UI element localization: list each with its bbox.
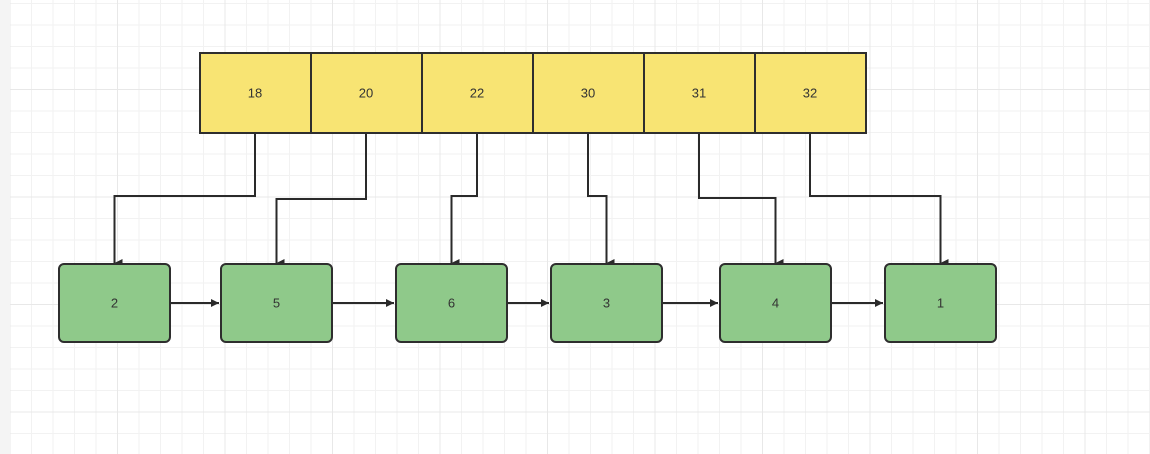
node-6[interactable]: 6 (395, 263, 508, 343)
node-3[interactable]: 3 (550, 263, 663, 343)
array-cell-label: 22 (470, 85, 484, 100)
link-20-to-5 (275, 133, 367, 267)
node-rect (719, 263, 832, 343)
node-label: 1 (937, 295, 944, 310)
bottom-node-row: 2 5 6 3 4 1 (58, 263, 997, 343)
node-5[interactable]: 5 (220, 263, 333, 343)
node-1[interactable]: 1 (884, 263, 997, 343)
array-cell-rect (310, 52, 423, 134)
array-cell-rect (532, 52, 645, 134)
node-label: 6 (448, 295, 455, 310)
node-rect (58, 263, 171, 343)
node-rect (220, 263, 333, 343)
array-cell-rect (643, 52, 756, 134)
node-rect (550, 263, 663, 343)
array-cell-label: 32 (803, 85, 817, 100)
node-label: 3 (603, 295, 610, 310)
link-32-to-1 (809, 133, 949, 267)
array-cell-rect (199, 52, 312, 134)
node-label: 5 (273, 295, 280, 310)
array-cell-label: 18 (248, 85, 262, 100)
link-22-to-6 (450, 133, 478, 267)
node-label: 2 (111, 295, 118, 310)
link-30-to-3 (587, 133, 615, 267)
array-cell-label: 30 (581, 85, 595, 100)
array-cell-30[interactable]: 30 (532, 52, 645, 134)
bucket-links-group (113, 133, 949, 267)
node-2[interactable]: 2 (58, 263, 171, 343)
array-cell-rect (754, 52, 867, 134)
top-array: 18 20 22 30 31 32 (199, 52, 867, 134)
link-18-to-2 (113, 133, 256, 267)
array-cell-label: 31 (692, 85, 706, 100)
array-cell-20[interactable]: 20 (310, 52, 423, 134)
array-cell-22[interactable]: 22 (421, 52, 534, 134)
array-cell-label: 20 (359, 85, 373, 100)
array-cell-18[interactable]: 18 (199, 52, 312, 134)
node-label: 4 (772, 295, 779, 310)
node-4[interactable]: 4 (719, 263, 832, 343)
array-cell-32[interactable]: 32 (754, 52, 867, 134)
node-rect (884, 263, 997, 343)
link-31-to-4 (698, 133, 784, 267)
node-rect (395, 263, 508, 343)
array-cell-31[interactable]: 31 (643, 52, 756, 134)
